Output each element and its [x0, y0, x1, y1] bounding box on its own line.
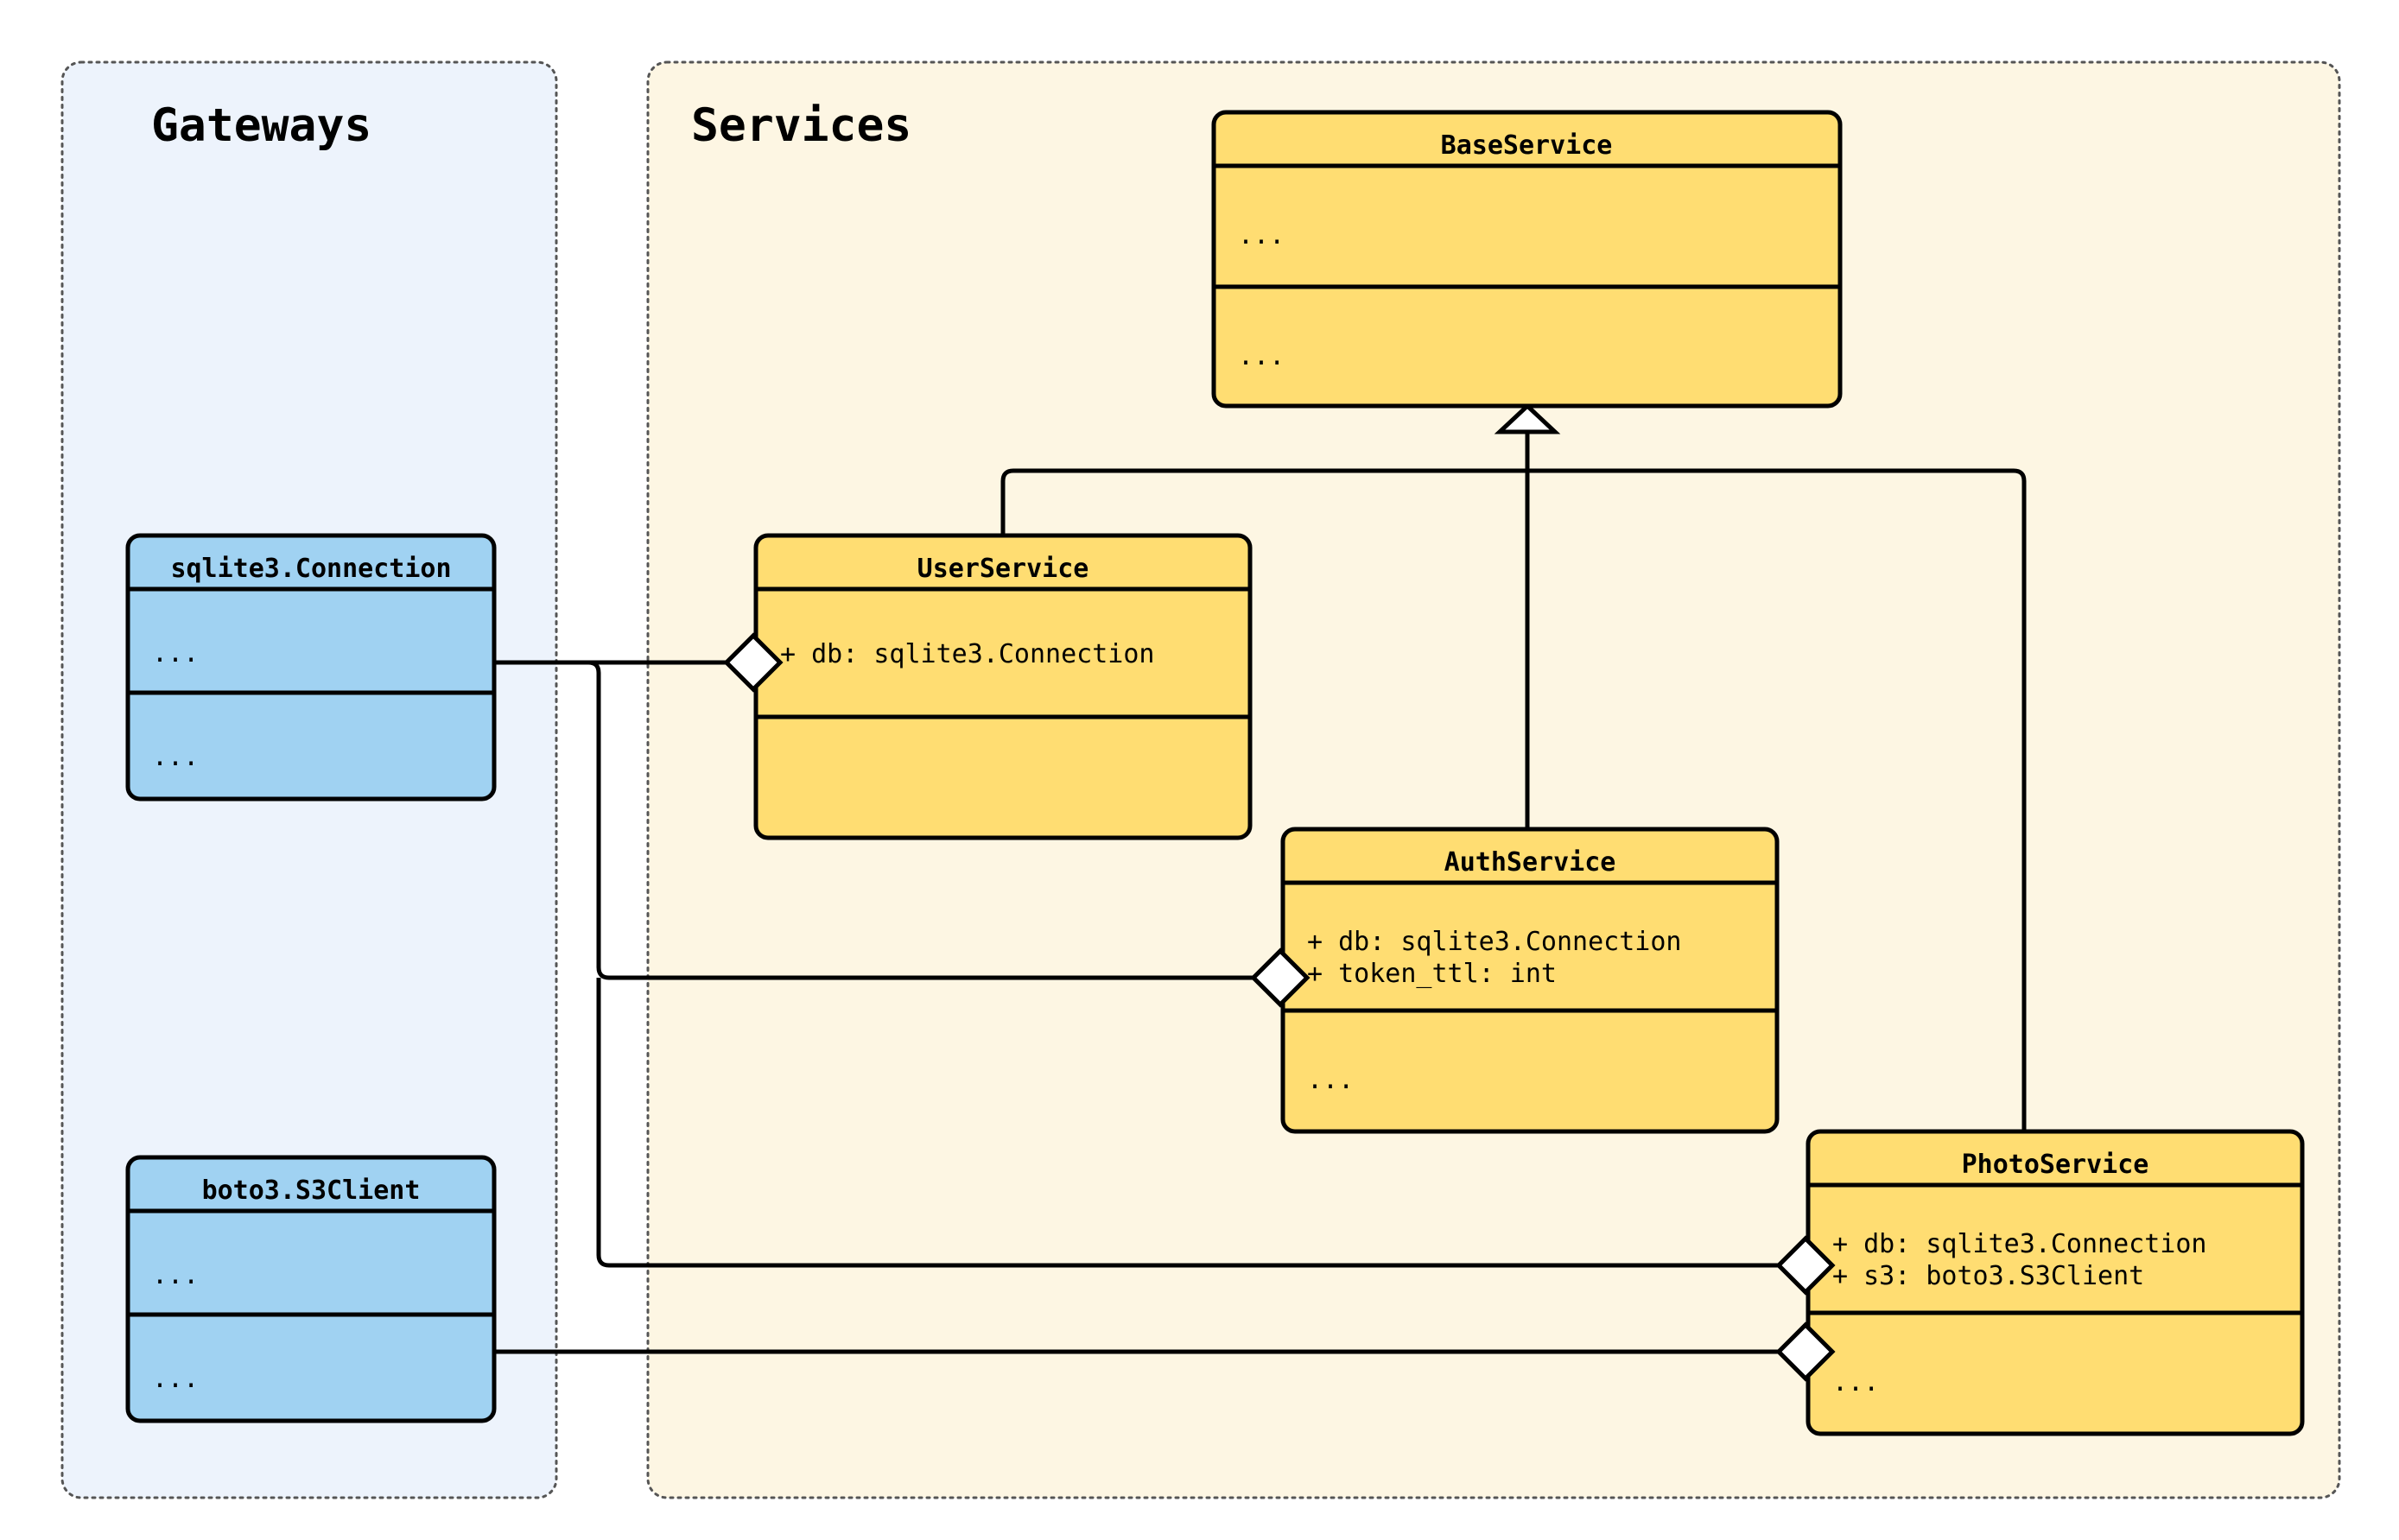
- class-baseservice-attr-0: ...: [1238, 220, 1285, 250]
- class-photoservice[interactable]: PhotoService + db: sqlite3.Connection + …: [1806, 1129, 2305, 1436]
- class-userservice[interactable]: UserService + db: sqlite3.Connection: [753, 533, 1253, 840]
- class-baseservice-box: [1211, 110, 1843, 409]
- inheritance-triangle-icon: [1494, 402, 1561, 434]
- aggregation-diamond-authservice-top-icon: [1250, 947, 1311, 1008]
- class-authservice[interactable]: AuthService + db: sqlite3.Connection + t…: [1280, 827, 1780, 1134]
- class-boto3-s3client-box: [125, 1155, 497, 1423]
- association-sqlite-bus: [494, 660, 1253, 980]
- inheritance-bus: [1000, 468, 2027, 1131]
- class-boto3-s3client-name: boto3.S3Client: [202, 1176, 421, 1206]
- class-boto3-s3client[interactable]: boto3.S3Client ... ...: [125, 1155, 497, 1423]
- class-sqlite3-connection-box: [125, 533, 497, 802]
- aggregation-diamond-userservice-top-icon: [723, 632, 784, 693]
- class-baseservice[interactable]: BaseService ... ...: [1211, 110, 1843, 409]
- class-authservice-attr-1: + token_ttl: int: [1307, 959, 1557, 989]
- package-gateways-title: Gateways: [151, 99, 371, 152]
- class-sqlite3-connection-attr-0: ...: [152, 638, 199, 669]
- class-userservice-name: UserService: [917, 554, 1089, 584]
- aggregation-diamond-photoservice-s3-top-icon: [1775, 1321, 1836, 1382]
- class-sqlite3-connection[interactable]: sqlite3.Connection ... ...: [125, 533, 497, 802]
- class-authservice-method-0: ...: [1307, 1065, 1354, 1095]
- association-sqlite-photoservice: [596, 978, 1779, 1268]
- class-photoservice-attr-0: + db: sqlite3.Connection: [1832, 1229, 2206, 1259]
- class-photoservice-method-0: ...: [1832, 1367, 1879, 1397]
- class-sqlite3-connection-name: sqlite3.Connection: [170, 554, 451, 584]
- class-baseservice-method-0: ...: [1238, 341, 1285, 371]
- class-baseservice-name: BaseService: [1441, 130, 1613, 161]
- class-authservice-attr-0: + db: sqlite3.Connection: [1307, 927, 1681, 957]
- class-sqlite3-connection-method-0: ...: [152, 742, 199, 772]
- class-photoservice-attr-1: + s3: boto3.S3Client: [1832, 1261, 2144, 1291]
- class-authservice-name: AuthService: [1444, 847, 1616, 878]
- class-userservice-attr-0: + db: sqlite3.Connection: [780, 639, 1154, 669]
- class-photoservice-name: PhotoService: [1962, 1150, 2149, 1180]
- aggregation-diamond-photoservice-db-top-icon: [1775, 1235, 1836, 1296]
- class-boto3-s3client-attr-0: ...: [152, 1260, 199, 1290]
- class-boto3-s3client-method-0: ...: [152, 1364, 199, 1394]
- package-services-title: Services: [691, 99, 911, 152]
